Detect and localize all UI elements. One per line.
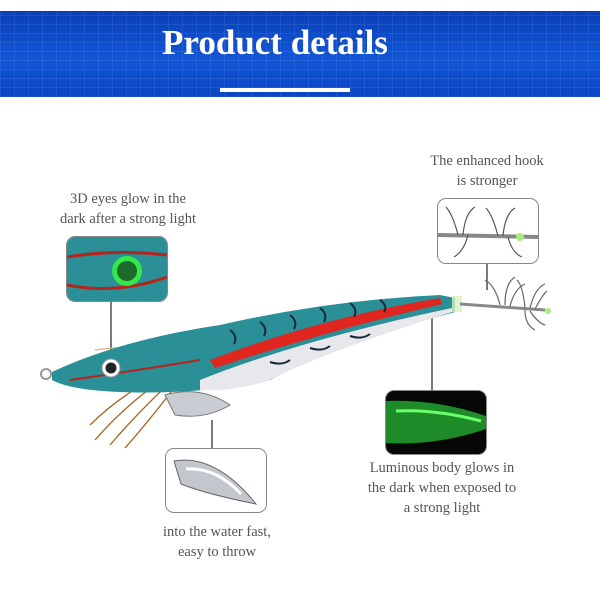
line-eye-ring-icon: [40, 368, 52, 380]
title-underline: [220, 88, 350, 92]
page-title: Product details: [162, 23, 388, 62]
caption-line: easy to throw: [177, 544, 257, 560]
caption-line: 3D eyes glow in the: [70, 191, 186, 207]
caption-line: the dark when exposed to: [367, 480, 517, 496]
banner-grid-pattern: [0, 11, 600, 97]
luminous-caption: Luminous body glows in the dark when exp…: [332, 458, 552, 518]
hook-caption: The enhanced hook is stronger: [387, 151, 587, 191]
luminous-body-inset: [385, 390, 487, 455]
hook-closeup-inset: [437, 198, 539, 264]
sinker-icon: [164, 391, 231, 417]
sinker-closeup-inset: [165, 448, 267, 513]
lure-scale-pattern: [229, 299, 387, 365]
sinker-caption: into the water fast, easy to throw: [117, 522, 317, 562]
caption-line: a strong light: [403, 500, 481, 516]
eye-closeup-inset: [66, 236, 168, 302]
caption-line: Luminous body glows in: [369, 460, 515, 476]
header-banner: Product details: [0, 11, 600, 97]
caption-line: dark after a strong light: [59, 211, 197, 227]
lure-red-stripe: [210, 298, 442, 368]
hook-icon: [484, 276, 548, 331]
caption-line: into the water fast,: [163, 524, 271, 540]
caption-line: The enhanced hook: [430, 153, 544, 169]
caption-line: is stronger: [456, 173, 518, 189]
eyes-caption: 3D eyes glow in the dark after a strong …: [28, 189, 228, 229]
